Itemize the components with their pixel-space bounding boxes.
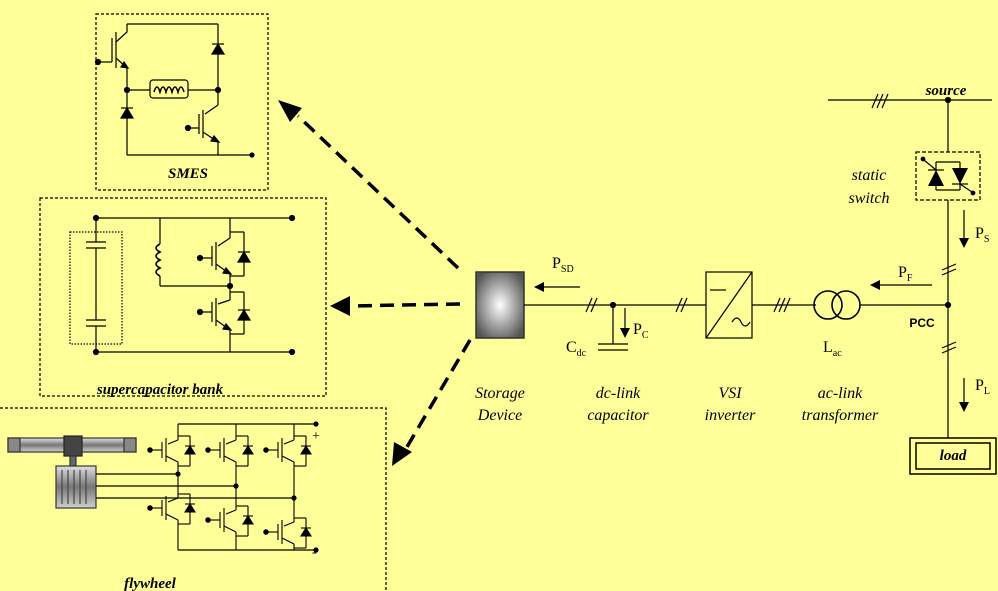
flywheel-switch (205, 424, 254, 486)
storage-device-block (475, 271, 525, 339)
cdc-label: Cdc (566, 339, 587, 359)
source-label: source (925, 83, 967, 99)
flywheel-switch (147, 474, 196, 550)
storage-device-label-1: Storage (475, 385, 525, 402)
smes-label: SMES (168, 166, 208, 182)
vsi-label-1: VSI (718, 385, 742, 402)
pc-arrowhead (620, 328, 630, 338)
psd-label: PSD (552, 255, 574, 275)
pc-label: PC (633, 321, 649, 341)
arrow-to-flywheel (402, 339, 472, 453)
flywheel-switch (147, 424, 196, 474)
psd-arrowhead (534, 282, 544, 292)
dc-minus-sign: - (312, 545, 317, 560)
flywheel-switch (263, 424, 312, 498)
arrowheads (534, 168, 969, 412)
pl-arrowhead (959, 402, 969, 412)
flywheel-switch (205, 486, 254, 550)
flywheel-label: flywheel (124, 576, 176, 591)
vsi-label-2: inverter (705, 407, 756, 424)
ps-label: PS (975, 225, 989, 245)
pf-arrowhead (870, 280, 880, 290)
dc-plus-sign: + (312, 429, 320, 444)
flywheel-panel (0, 407, 387, 591)
main-circuit (475, 93, 997, 475)
load-label: load (940, 448, 967, 464)
lac-label: Lac (823, 339, 842, 359)
ac-link-label-2: transformer (802, 407, 879, 424)
storage-device-label-2: Device (477, 407, 522, 424)
ac-link-label-1: ac-link (818, 385, 863, 402)
flywheel-inverter-legs (147, 424, 312, 550)
flywheel-switch (263, 498, 312, 550)
arrow-to-smes (296, 114, 460, 270)
arrow-to-supercapacitor (347, 302, 461, 308)
smes-panel (94, 13, 269, 191)
dc-link-label-1: dc-link (596, 385, 641, 402)
static-switch-label-1: static (852, 167, 887, 184)
option-arrows (296, 114, 472, 453)
dc-link-label-2: capacitor (587, 407, 649, 424)
pcc-label: PCC (909, 316, 935, 330)
ps-arrowhead (959, 238, 969, 248)
static-switch-label-2: switch (849, 190, 890, 207)
supercapacitor-label: supercapacitor bank (96, 382, 224, 398)
pl-label: PL (975, 377, 990, 397)
supercapacitor-panel (39, 197, 327, 397)
pf-label: PF (898, 264, 913, 284)
